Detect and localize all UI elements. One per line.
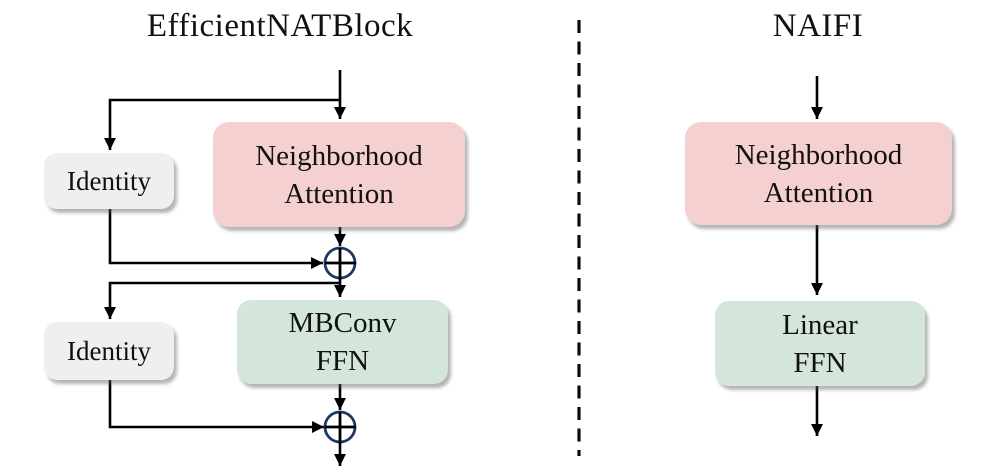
attention-label-line2: Attention	[284, 177, 394, 210]
identity-bottom-output-arrow	[108, 380, 324, 433]
neighborhood-attention-box-right: Neighborhood Attention	[685, 122, 952, 225]
identity-top-label: Identity	[67, 166, 151, 196]
plus-icon	[325, 248, 356, 280]
attention-label-line1: Neighborhood	[255, 139, 423, 172]
identity-top-output-arrow	[108, 208, 323, 269]
identity-bottom-box: Identity	[44, 322, 174, 380]
linear-ffn-label-line2: FFN	[793, 346, 847, 379]
left-skip-branch-top-arrow	[104, 98, 341, 150]
add-circle-icon-bottom	[323, 410, 357, 444]
mbconv-ffn-box: MBConv FFN	[237, 300, 448, 384]
add-circle-icon-top	[323, 246, 357, 280]
linear-ffn-label-line1: Linear	[782, 308, 858, 341]
identity-top-box: Identity	[44, 153, 174, 209]
neighborhood-attention-box-left: Neighborhood Attention	[213, 122, 465, 227]
mbconv-ffn-label-line1: MBConv	[288, 307, 397, 339]
plus-icon	[325, 412, 356, 444]
mbconv-ffn-label-line2: FFN	[315, 345, 370, 377]
right-panel-title: NAIFI	[772, 8, 864, 44]
attention-label-line1: Neighborhood	[734, 138, 903, 171]
linear-ffn-box: Linear FFN	[715, 301, 925, 386]
left-panel-title: EfficientNATBlock	[146, 8, 414, 44]
left-skip-branch-mid-arrow	[104, 281, 340, 319]
attention-label-line2: Attention	[763, 176, 874, 209]
identity-bottom-label: Identity	[67, 336, 151, 366]
